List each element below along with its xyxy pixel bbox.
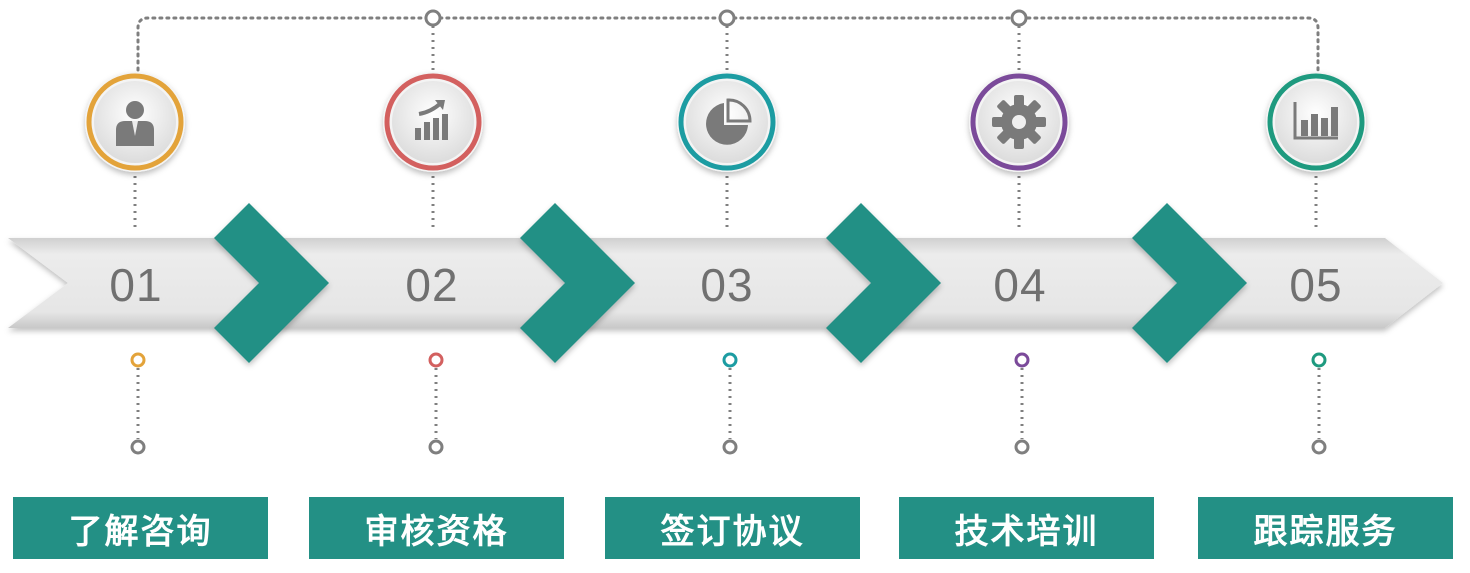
step-bottom-end-node	[1014, 439, 1030, 455]
step-label-4: 技术培训	[899, 497, 1154, 559]
chevron-4	[1132, 203, 1247, 363]
growth-chart-icon	[415, 100, 448, 140]
step-label-3: 签订协议	[605, 497, 860, 559]
step-number-02: 02	[405, 259, 459, 311]
step-number-04: 04	[993, 259, 1047, 311]
step-bottom-node	[1014, 352, 1030, 368]
step-label-1: 了解咨询	[13, 497, 268, 559]
person-icon	[116, 101, 154, 146]
step-bottom-end-node	[130, 439, 146, 455]
top-node	[1010, 9, 1028, 27]
step-circle-5	[1266, 72, 1366, 172]
step-number-05: 05	[1289, 259, 1343, 311]
step-bottom-end-node	[428, 439, 444, 455]
top-node	[424, 9, 442, 27]
top-node	[718, 9, 736, 27]
gear-icon	[992, 95, 1046, 149]
step-bottom-node	[428, 352, 444, 368]
step-label-2: 审核资格	[309, 497, 564, 559]
step-bottom-end-node	[722, 439, 738, 455]
pie-chart-icon	[706, 98, 752, 145]
timeline-arrow-band	[8, 238, 1443, 328]
step-bottom-node	[722, 352, 738, 368]
step-bottom-node	[130, 352, 146, 368]
step-bottom-node	[1311, 352, 1327, 368]
step-label-5: 跟踪服务	[1198, 497, 1453, 559]
step-bottom-end-node	[1311, 439, 1327, 455]
step-circle-3	[677, 72, 777, 172]
step-number-03: 03	[700, 259, 754, 311]
step-circle-1	[85, 72, 185, 172]
bar-chart-icon	[1293, 102, 1338, 140]
chevron-3	[826, 203, 941, 363]
chevron-1	[214, 203, 329, 363]
step-circle-4	[969, 72, 1069, 172]
step-circle-2	[383, 72, 483, 172]
chevron-2	[520, 203, 635, 363]
step-number-01: 01	[109, 259, 163, 311]
